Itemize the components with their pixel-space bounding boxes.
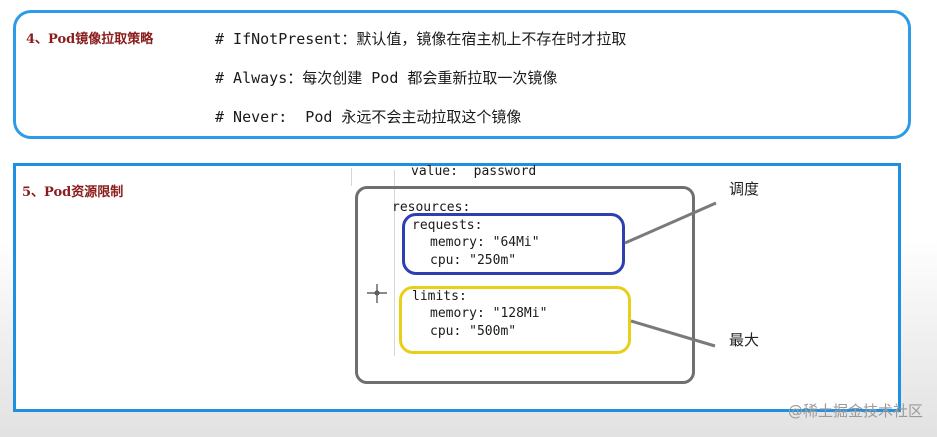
resources-heading: 5、Pod资源限制	[22, 185, 124, 200]
requests-callout-label: 调度	[729, 180, 760, 198]
pull-policy-frame	[13, 10, 911, 139]
crosshair-cursor-icon	[367, 284, 387, 303]
requests-callout-line	[624, 201, 717, 245]
code-line-limits: limits:	[412, 289, 467, 304]
editor-gutter-line	[351, 168, 352, 186]
code-line-requests: requests:	[412, 218, 483, 233]
pull-policy-line-never: # Never: Pod 永远不会主动拉取这个镜像	[215, 108, 522, 126]
code-line-requests-memory: memory: "64Mi"	[430, 235, 540, 250]
code-line-requests-cpu: cpu: "250m"	[430, 253, 517, 268]
pull-policy-heading: 4、Pod镜像拉取策略	[26, 32, 154, 47]
limits-callout-line	[630, 319, 716, 348]
code-line-limits-cpu: cpu: "500m"	[430, 324, 517, 339]
code-line-resources: resources:	[392, 200, 471, 215]
watermark: @稀土掘金技术社区	[787, 402, 923, 420]
editor-indent-line	[394, 170, 395, 356]
pull-policy-line-ifnotpresent: # IfNotPresent：默认值，镜像在宿主机上不存在时才拉取	[215, 30, 627, 48]
code-line-value: value: password	[411, 164, 537, 179]
code-line-limits-memory: memory: "128Mi"	[430, 306, 548, 321]
pull-policy-line-always: # Always：每次创建 Pod 都会重新拉取一次镜像	[215, 69, 558, 87]
resources-highlight-ring	[355, 186, 695, 384]
limits-callout-label: 最大	[729, 331, 760, 349]
limits-highlight-ring	[399, 286, 631, 354]
requests-highlight-ring	[402, 213, 625, 275]
